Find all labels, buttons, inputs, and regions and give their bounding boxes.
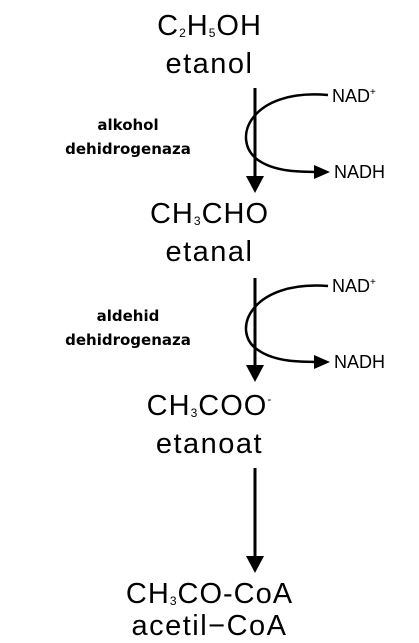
cofactor-curve-2 — [244, 284, 329, 364]
enzyme-label-2: aldehid dehidrogenaza — [8, 304, 248, 352]
cofactor-nadh-1: NADH — [334, 162, 386, 182]
main-arrow-2 — [246, 278, 264, 382]
formula-ethanol: C2H5OH — [157, 10, 262, 42]
enzyme-1-line2: dehidrogenaza — [65, 140, 191, 158]
name-ethanal: etanal — [165, 236, 254, 268]
cofactor-curve-1 — [244, 93, 329, 174]
formula-ethanal: CH3CHO — [149, 198, 270, 230]
main-arrow-1 — [246, 88, 264, 193]
main-arrow-3 — [246, 468, 264, 573]
cofactor-nad-1: NAD+ — [332, 86, 376, 106]
cofactor-nadh-2: NADH — [334, 352, 386, 372]
formula-acetyl-coa: CH3CO-CoA — [125, 578, 294, 610]
name-acetyl-coa: acetil−CoA — [131, 610, 288, 642]
name-ethanoate: etanoat — [155, 428, 264, 460]
cofactor-nad-2: NAD+ — [332, 276, 376, 296]
enzyme-label-1: alkohol dehidrogenaza — [8, 113, 248, 161]
name-ethanol: etanol — [165, 48, 254, 80]
enzyme-1-line1: alkohol — [97, 116, 159, 134]
enzyme-2-line1: aldehid — [96, 307, 160, 325]
enzyme-2-line2: dehidrogenaza — [65, 331, 191, 349]
cofactor-arrowhead-1 — [314, 165, 330, 179]
formula-ethanoate: CH3COO- — [146, 390, 273, 422]
cofactor-arrowhead-2 — [314, 355, 330, 369]
